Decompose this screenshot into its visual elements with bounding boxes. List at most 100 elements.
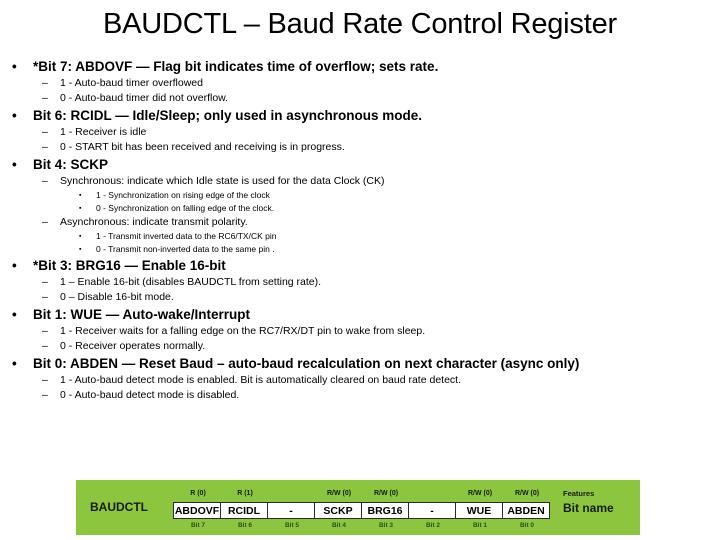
register-bit-index-label: Bit 2 — [425, 522, 441, 529]
outline-item-level-2: –1 - Auto-baud detect mode is enabled. B… — [0, 373, 720, 388]
register-bit-name: - — [430, 504, 434, 517]
register-cell-bit-0: R/W (0) ABDEN Bit 0 — [502, 490, 550, 529]
register-access-label: R (0) — [190, 490, 206, 497]
outline-item-level-1: •Bit 1: WUE — Auto-wake/Interrupt — [0, 305, 720, 324]
bullet-marker-icon: – — [42, 92, 48, 104]
register-access-label: R/W (0) — [467, 490, 493, 497]
register-bit-index-label: Bit 5 — [284, 522, 300, 529]
register-bit-cells: R (0) ABDOVF Bit 7 R (1) RCIDL Bit 6 - Bit 5 R/W… — [173, 490, 550, 529]
bullet-marker-icon: – — [42, 374, 48, 386]
outline-item-text: 0 - Synchronization on falling edge of t… — [96, 203, 275, 213]
register-bit-name: BRG16 — [367, 504, 403, 517]
outline-item-level-2: –0 - START bit has been received and rec… — [0, 140, 720, 155]
register-bit-name: ABDEN — [507, 504, 545, 517]
outline-item-level-3: ▪ 0 - Transmit non-inverted data to the s… — [0, 243, 720, 256]
register-access-label: R/W (0) — [514, 490, 540, 497]
outline-item-text: 0 - START bit has been received and rece… — [60, 141, 345, 153]
outline-item-level-1: • Bit 4: SCKP — [0, 155, 720, 174]
outline-item-text: 0 - Auto-baud timer did not overflow. — [60, 92, 229, 104]
register-diagram: BAUDCTL R (0) ABDOVF Bit 7 R (1) RCIDL Bit 6 -… — [76, 480, 640, 535]
register-name-label: BAUDCTL — [90, 500, 148, 514]
outline-item-text: 0 - Auto-baud detect mode is disabled. — [60, 389, 240, 401]
bullet-marker-icon: – — [42, 340, 48, 352]
register-bit-index-label: Bit 6 — [237, 522, 253, 529]
register-legend: Features Bit name — [563, 488, 635, 516]
register-bit-index-label: Bit 3 — [378, 522, 394, 529]
outline-item-text: 0 – Disable 16-bit mode. — [60, 291, 174, 303]
bullet-marker-icon: • — [12, 356, 17, 371]
bullet-marker-icon: – — [42, 77, 48, 89]
bullet-marker-icon: ▪ — [79, 246, 82, 253]
outline-item-level-1: • Bit 6: RCIDL — Idle/Sleep; only used in… — [0, 106, 720, 125]
bullet-marker-icon: – — [42, 126, 48, 138]
register-bit-index-label: Bit 0 — [519, 522, 535, 529]
legend-features-label: Features — [563, 489, 595, 498]
outline-item-level-2: –0 - Receiver operates normally. — [0, 339, 720, 354]
bullet-marker-icon: • — [12, 258, 17, 273]
outline-item-level-2: –1 - Auto-baud timer overflowed — [0, 76, 720, 91]
register-bit-name: WUE — [466, 504, 492, 517]
outline-item-level-2: –Asynchronous: indicate transmit polarit… — [0, 215, 720, 230]
register-cell-bit-1: R/W (0) WUE Bit 1 — [455, 490, 503, 529]
outline-item-level-2: –1 – Enable 16-bit (disables BAUDCTL fro… — [0, 275, 720, 290]
bullet-marker-icon: – — [42, 325, 48, 337]
outline-item-text: Bit 4: SCKP — [33, 157, 109, 172]
bullet-marker-icon: • — [12, 157, 17, 172]
register-bit-name: - — [289, 504, 293, 517]
page-title: BAUDCTL – Baud Rate Control Register — [103, 8, 617, 40]
register-bit-index-label: Bit 4 — [331, 522, 347, 529]
outline-item-text: Bit 1: WUE — Auto-wake/Interrupt — [33, 307, 251, 322]
outline-item-text: 1 - Receiver waits for a falling edge on… — [60, 325, 426, 337]
register-bit-name: SCKP — [323, 504, 353, 517]
bullet-marker-icon: – — [42, 276, 48, 288]
bullet-marker-icon: • — [12, 59, 17, 74]
register-bit-index-label: Bit 7 — [190, 522, 206, 529]
outline-item-level-2: –0 - Auto-baud detect mode is disabled. — [0, 388, 720, 403]
outline-item-text: 1 – Enable 16-bit (disables BAUDCTL from… — [60, 276, 322, 288]
bullet-marker-icon: ▪ — [79, 205, 82, 212]
outline-item-text: 0 - Transmit non-inverted data to the sa… — [96, 244, 275, 254]
bullet-marker-icon: • — [12, 108, 17, 123]
bullet-marker-icon: ▪ — [79, 233, 82, 240]
legend-bitname-label: Bit name — [563, 501, 614, 515]
register-cell-bit-5: - Bit 5 — [267, 502, 315, 529]
bullet-marker-icon: – — [42, 216, 48, 228]
outline-item-text: 0 - Receiver operates normally. — [60, 340, 206, 352]
outline-item-level-2: –1 - Receiver is idle — [0, 125, 720, 140]
outline-item-text: Synchronous: indicate which Idle state i… — [60, 175, 385, 187]
register-cell-bit-7: R (0) ABDOVF Bit 7 — [173, 490, 221, 529]
outline-item-text: 1 - Auto-baud detect mode is enabled. Bi… — [60, 374, 461, 386]
outline-item-level-2: –1 - Receiver waits for a falling edge o… — [0, 324, 720, 339]
outline-item-level-1: • Bit 0: ABDEN — Reset Baud – auto-baud r… — [0, 354, 720, 373]
outline-item-text: Asynchronous: indicate transmit polarity… — [60, 216, 248, 228]
register-cell-bit-6: R (1) RCIDL Bit 6 — [220, 490, 268, 529]
outline-item-text: 1 - Receiver is idle — [60, 126, 147, 138]
outline-body: • *Bit 7: ABDOVF — Flag bit indicates tim… — [0, 57, 720, 403]
register-bit-name: RCIDL — [227, 504, 261, 517]
register-bit-index-label: Bit 1 — [472, 522, 488, 529]
outline-item-level-3: ▪ 1 - Transmit inverted data to the RC6/T… — [0, 230, 720, 243]
outline-item-level-2: –Synchronous: indicate which Idle state … — [0, 174, 720, 189]
outline-item-text: 1 - Transmit inverted data to the RC6/TX… — [96, 231, 277, 241]
register-access-label: R (1) — [237, 490, 253, 497]
register-cell-bit-2: - Bit 2 — [408, 502, 456, 529]
outline-item-level-3: ▪ 0 - Synchronization on falling edge of … — [0, 202, 720, 215]
bullet-marker-icon: – — [42, 291, 48, 303]
outline-item-text: Bit 6: RCIDL — Idle/Sleep; only used in … — [33, 108, 423, 123]
outline-item-text: Bit 0: ABDEN — Reset Baud – auto-baud re… — [33, 356, 580, 371]
outline-item-text: *Bit 7: ABDOVF — Flag bit indicates time… — [33, 59, 439, 74]
register-cell-bit-4: R/W (0) SCKP Bit 4 — [314, 490, 362, 529]
outline-item-level-3: ▪ 1 - Synchronization on rising edge of t… — [0, 189, 720, 202]
bullet-marker-icon: – — [42, 141, 48, 153]
outline-item-text: 1 - Auto-baud timer overflowed — [60, 77, 203, 89]
register-access-label: R/W (0) — [373, 490, 399, 497]
outline-item-text: 1 - Synchronization on rising edge of th… — [96, 190, 270, 200]
register-bit-name: ABDOVF — [174, 504, 220, 517]
register-access-label: R/W (0) — [326, 490, 352, 497]
outline-item-text: *Bit 3: BRG16 — Enable 16-bit — [33, 258, 226, 273]
outline-item-level-1: • *Bit 7: ABDOVF — Flag bit indicates tim… — [0, 57, 720, 76]
outline-item-level-1: • *Bit 3: BRG16 — Enable 16-bit — [0, 256, 720, 275]
bullet-marker-icon: ▪ — [79, 192, 82, 199]
